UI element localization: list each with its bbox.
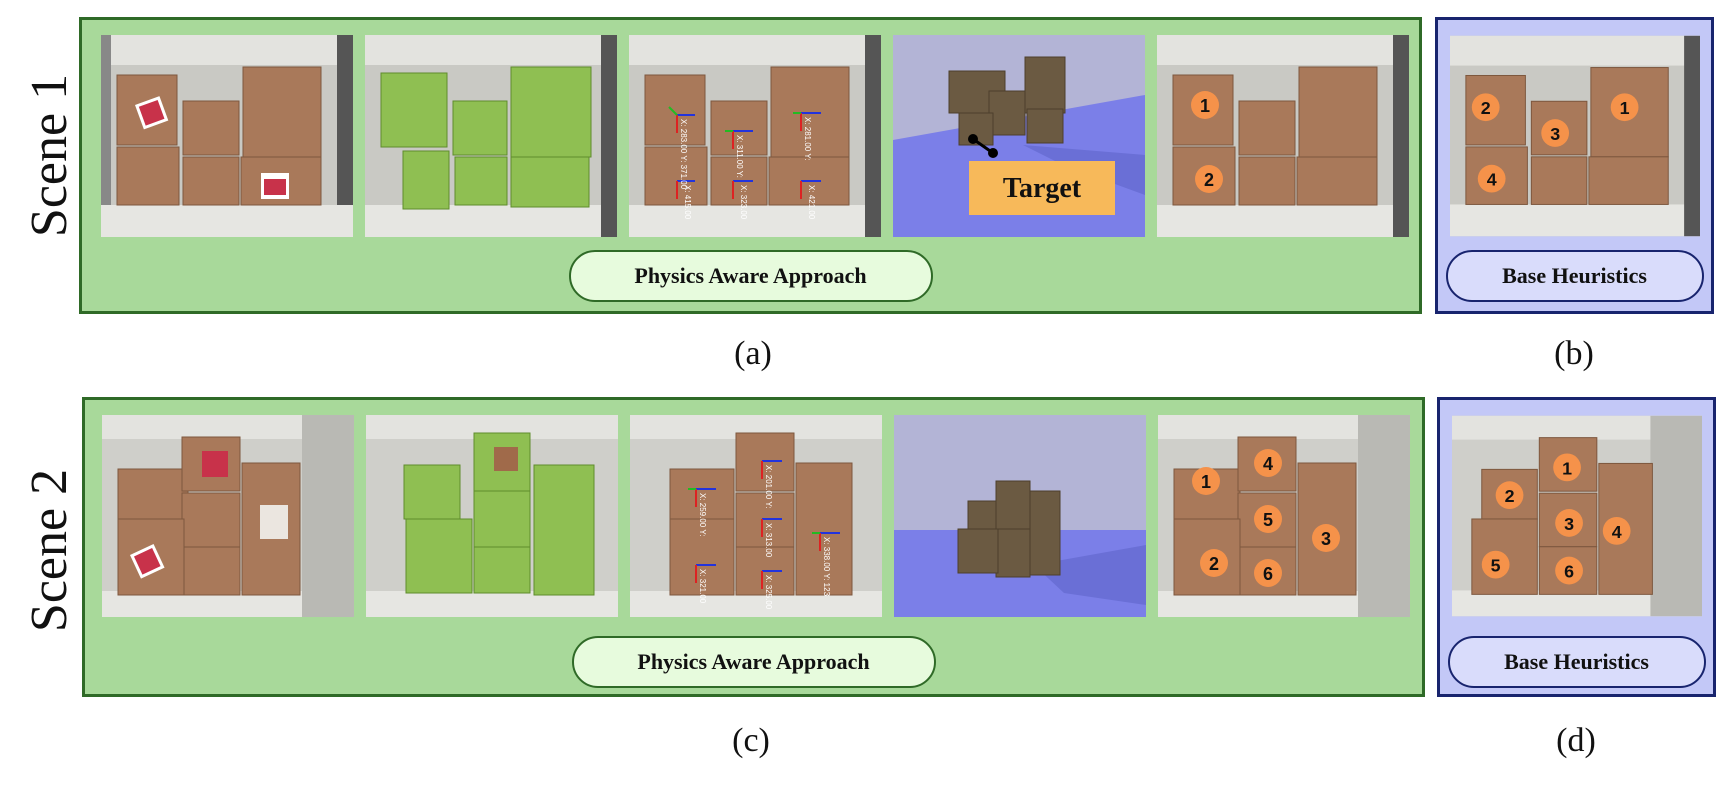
order-marker: 4 bbox=[1477, 164, 1506, 193]
scene1-rgb-image bbox=[101, 35, 353, 237]
pose-label: X: 323.00 bbox=[739, 185, 748, 220]
scene1-pose-estimation-image: X: 283.00 Y: 371.00 X: 311.00 Y: X: 281.… bbox=[629, 35, 881, 237]
scene1-physics-order-image: 1 2 bbox=[1157, 35, 1409, 237]
scene2-segmentation-image bbox=[366, 415, 618, 617]
svg-text:4: 4 bbox=[1487, 170, 1497, 190]
scene2-heuristic-order-image: 1 2 3 4 5 6 bbox=[1452, 415, 1702, 617]
order-marker: 1 bbox=[1192, 467, 1220, 495]
svg-text:6: 6 bbox=[1263, 564, 1273, 584]
svg-text:2: 2 bbox=[1204, 170, 1214, 190]
order-marker: 5 bbox=[1254, 505, 1282, 533]
svg-text:2: 2 bbox=[1481, 98, 1491, 118]
target-box bbox=[969, 161, 1115, 215]
scene2-rgb-image bbox=[102, 415, 354, 617]
scene1-heuristic-order-image: 1 2 3 4 bbox=[1450, 35, 1700, 237]
pose-label: X: 283.00 Y: 371.00 bbox=[679, 119, 688, 190]
scene2-physics-order-image: 1 2 3 4 5 6 bbox=[1158, 415, 1410, 617]
physics-approach-panel-scene-1: X: 283.00 Y: 371.00 X: 311.00 Y: X: 281.… bbox=[79, 17, 1422, 314]
pose-label: X: 338.00 Y: 123 bbox=[822, 537, 831, 597]
svg-text:5: 5 bbox=[1263, 510, 1273, 530]
caption-b: (b) bbox=[1554, 335, 1594, 372]
order-marker: 6 bbox=[1254, 559, 1282, 587]
pose-label: X: 421.00 bbox=[807, 185, 816, 220]
svg-text:1: 1 bbox=[1201, 472, 1211, 492]
order-marker: 6 bbox=[1555, 556, 1583, 585]
order-marker: 1 bbox=[1191, 91, 1219, 119]
caption-c: (c) bbox=[732, 722, 770, 759]
scene1-simulation-image: Target bbox=[893, 35, 1145, 237]
physics-aware-approach-label: Physics Aware Approach bbox=[571, 636, 936, 688]
base-heuristics-label: Base Heuristics bbox=[1447, 636, 1706, 688]
svg-text:4: 4 bbox=[1612, 522, 1622, 542]
svg-text:3: 3 bbox=[1550, 124, 1560, 144]
svg-text:4: 4 bbox=[1263, 454, 1273, 474]
order-marker: 1 bbox=[1610, 93, 1639, 122]
physics-approach-panel-scene-2: X: 259.00 Y: X: 201.00 Y: X: 313.00 X: 3… bbox=[82, 397, 1425, 697]
pose-label: X: 313.00 bbox=[764, 523, 773, 558]
svg-text:3: 3 bbox=[1564, 514, 1574, 534]
pose-label: X: 415.00 bbox=[683, 185, 692, 220]
base-heuristics-panel-scene-2: 1 2 3 4 5 6 Base Heuristics bbox=[1437, 397, 1716, 697]
fragile-label bbox=[261, 173, 289, 199]
svg-text:2: 2 bbox=[1209, 554, 1219, 574]
order-marker: 4 bbox=[1254, 449, 1282, 477]
order-marker: 1 bbox=[1553, 453, 1581, 482]
order-marker: 4 bbox=[1602, 516, 1631, 545]
pose-label: X: 281.00 Y: bbox=[803, 117, 812, 160]
order-marker: 3 bbox=[1541, 119, 1570, 147]
base-heuristics-label: Base Heuristics bbox=[1445, 250, 1704, 302]
fragile-label bbox=[135, 96, 169, 130]
caption-d: (d) bbox=[1556, 722, 1596, 759]
scene2-simulation-image bbox=[894, 415, 1146, 617]
order-marker: 2 bbox=[1195, 165, 1223, 193]
scene-2-label: Scene 2 bbox=[21, 468, 79, 632]
pose-label: X: 201.00 Y: bbox=[764, 465, 773, 508]
pose-label: X: 259.00 Y: bbox=[698, 493, 707, 536]
caption-a: (a) bbox=[734, 335, 772, 372]
pose-label: X: 311.00 Y: bbox=[735, 135, 744, 178]
target-label: Target bbox=[1003, 173, 1082, 204]
svg-text:3: 3 bbox=[1321, 529, 1331, 549]
svg-text:6: 6 bbox=[1564, 562, 1574, 582]
svg-text:1: 1 bbox=[1620, 98, 1630, 118]
scene2-pose-estimation-image: X: 259.00 Y: X: 201.00 Y: X: 313.00 X: 3… bbox=[630, 415, 882, 617]
pose-label: X: 325.00 bbox=[764, 575, 773, 610]
order-marker: 2 bbox=[1200, 549, 1228, 577]
physics-aware-approach-label: Physics Aware Approach bbox=[568, 250, 933, 302]
order-marker: 2 bbox=[1471, 93, 1500, 122]
svg-text:2: 2 bbox=[1505, 486, 1515, 506]
svg-text:1: 1 bbox=[1562, 458, 1572, 478]
order-marker: 3 bbox=[1312, 524, 1340, 552]
order-marker: 3 bbox=[1555, 509, 1583, 537]
pose-label: X: 321.00 bbox=[698, 569, 707, 604]
scene-1-label: Scene 1 bbox=[21, 73, 79, 237]
scene1-segmentation-image bbox=[365, 35, 617, 237]
svg-text:1: 1 bbox=[1200, 96, 1210, 116]
svg-text:5: 5 bbox=[1491, 556, 1501, 576]
order-marker: 2 bbox=[1495, 481, 1524, 510]
base-heuristics-panel-scene-1: 1 2 3 4 Base Heuristics bbox=[1435, 17, 1714, 314]
order-marker: 5 bbox=[1481, 550, 1510, 579]
